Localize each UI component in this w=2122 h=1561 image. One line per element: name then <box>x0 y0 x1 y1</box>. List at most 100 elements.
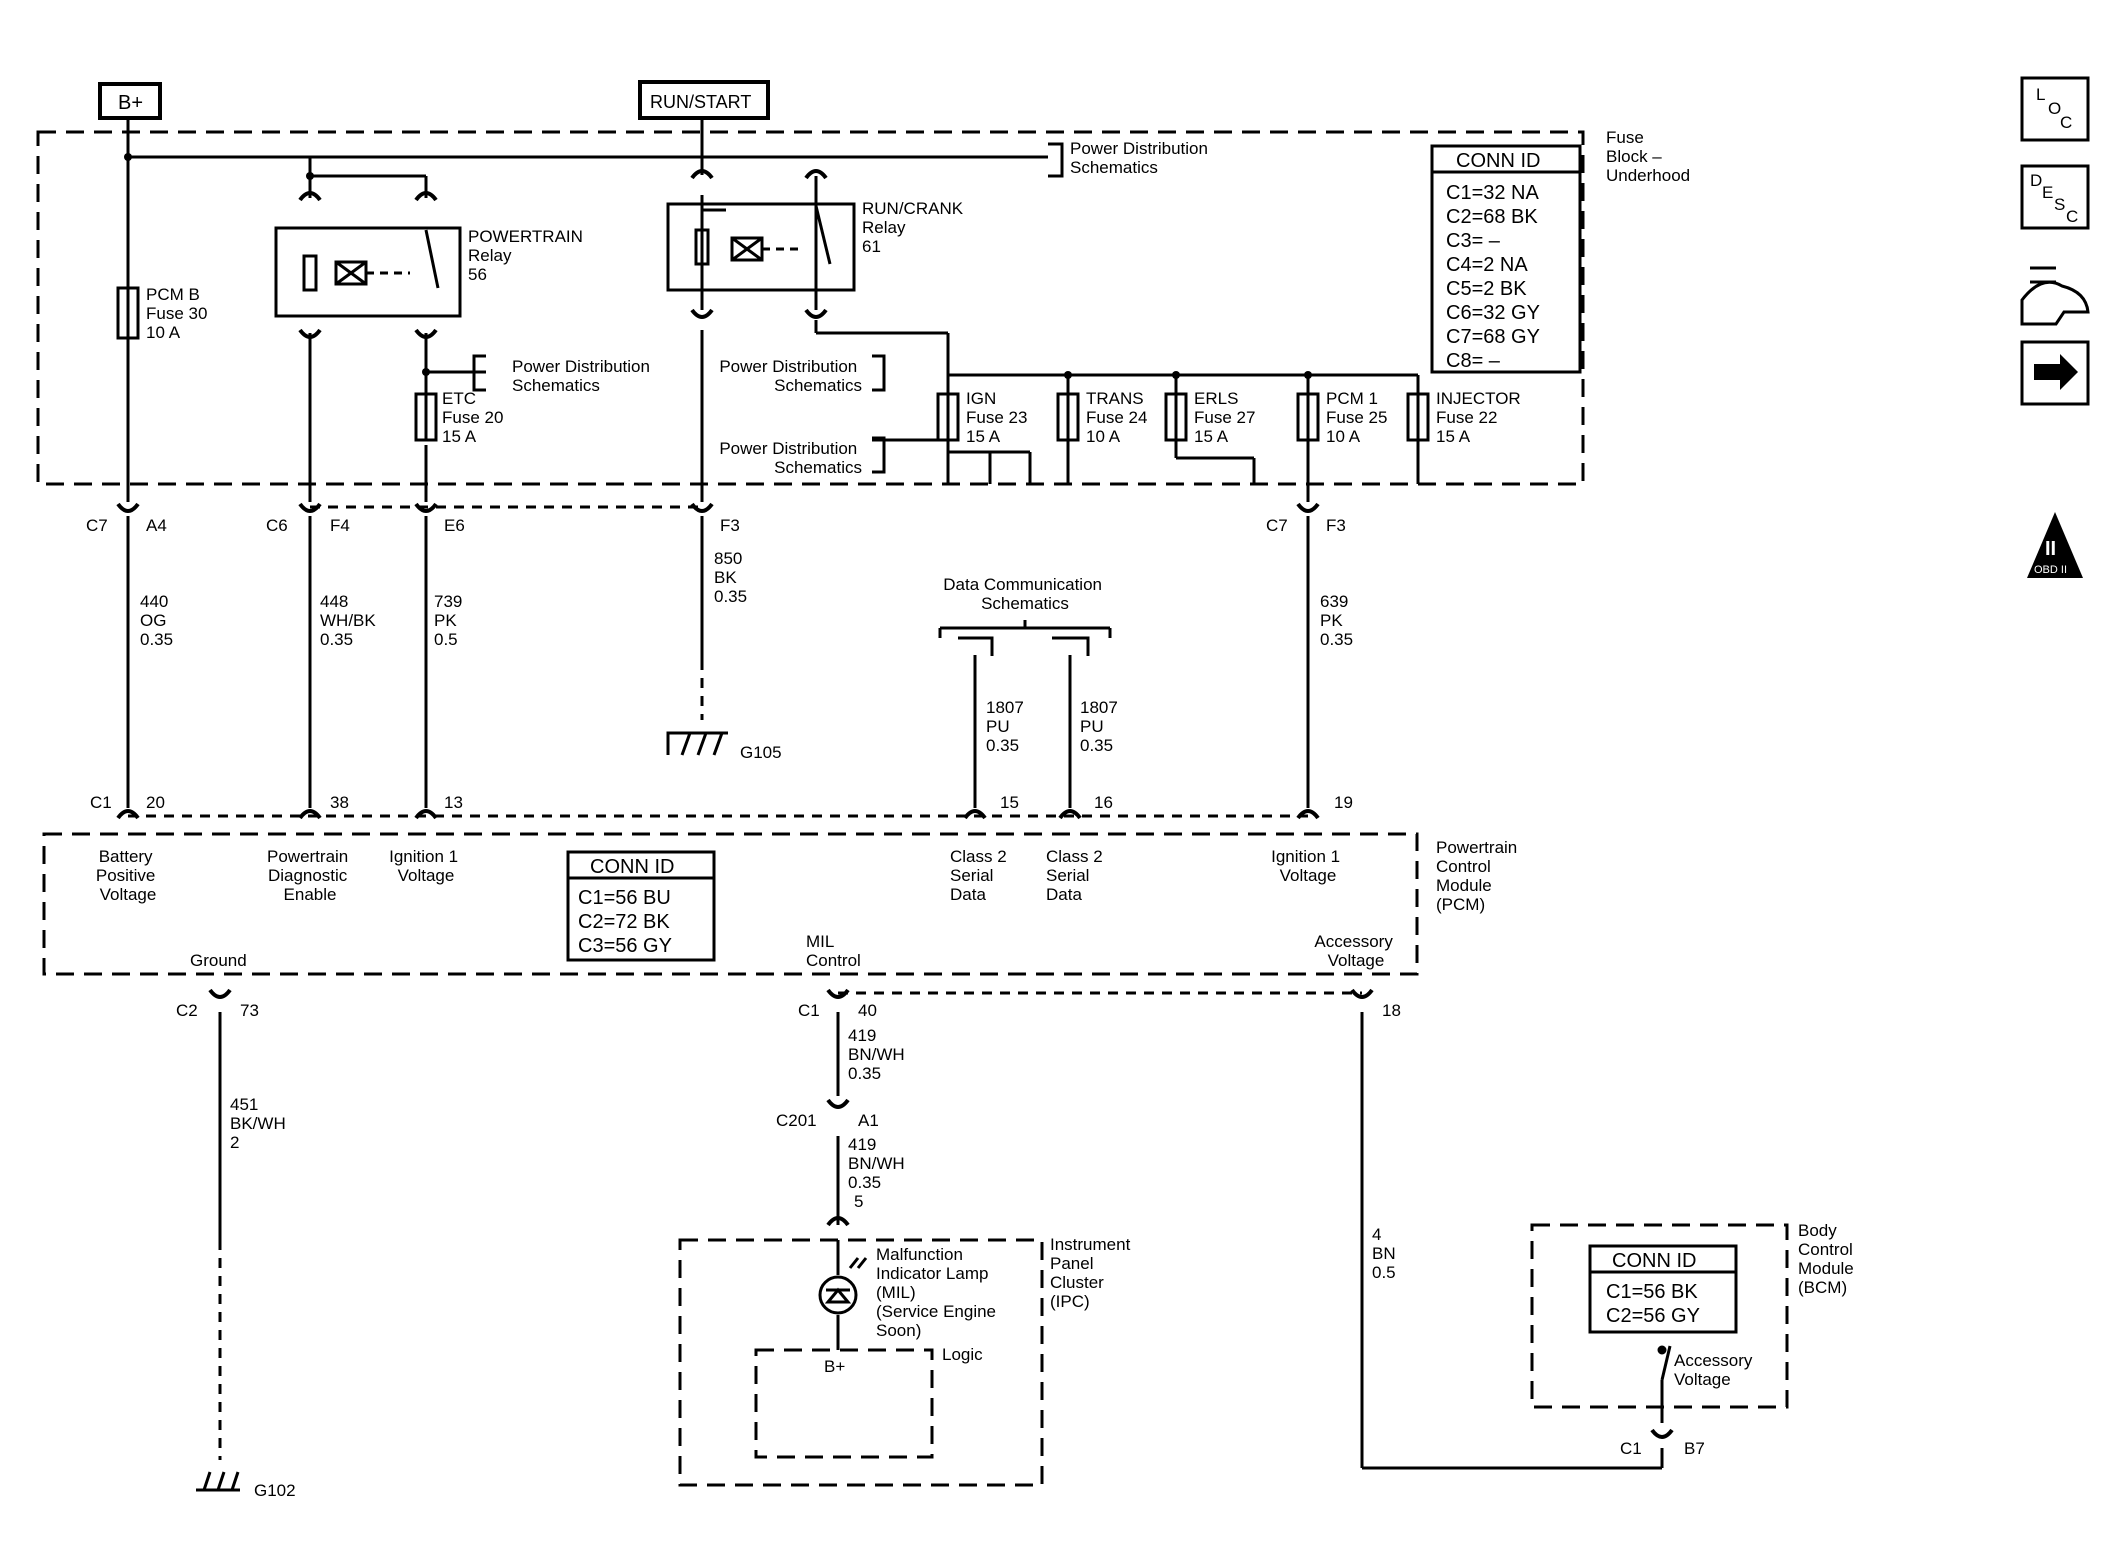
svg-text:F4: F4 <box>330 516 350 535</box>
pcm-conn-ids: C1=56 BU C2=72 BK C3=56 GY <box>578 887 676 957</box>
box-outlines <box>36 130 1789 1487</box>
runstart-label: RUN/START <box>650 92 751 112</box>
c201-name: C201 <box>776 1111 817 1130</box>
wire-4-label: 4 BN 0.5 <box>1372 1225 1400 1282</box>
mil-lamp-icon <box>818 1257 868 1315</box>
fuse-etc-label: ETC Fuse 20 15 A <box>442 389 508 446</box>
svg-text:16: 16 <box>1094 793 1113 812</box>
svg-text:E: E <box>2042 183 2053 202</box>
c201-pin5: 5 <box>854 1192 863 1211</box>
junction-dots <box>124 153 1312 379</box>
obd-ii-icon <box>2027 512 2083 578</box>
svg-text:C1: C1 <box>90 793 112 812</box>
fuse-erls-label: ERLS Fuse 27 15 A <box>1194 389 1260 446</box>
fuse-injector-label: INJECTOR Fuse 22 15 A <box>1436 389 1525 446</box>
svg-text:O: O <box>2048 99 2061 118</box>
svg-text:E6: E6 <box>444 516 465 535</box>
g102-label: G102 <box>254 1481 296 1500</box>
supply-frames <box>98 80 770 120</box>
pcm-cls2b-label: Class 2 Serial Data <box>1046 847 1107 904</box>
svg-text:L: L <box>2036 85 2045 104</box>
bcm-c1-label: C1 <box>1620 1439 1642 1458</box>
ipc-logic-box <box>754 1348 934 1459</box>
ipc-bplus-label: B+ <box>824 1357 845 1376</box>
svg-text:C1: C1 <box>798 1001 820 1020</box>
pcm-ign1b-label: Ignition 1 Voltage <box>1271 847 1345 885</box>
ipc-box <box>678 1238 1044 1487</box>
wire-419a-label: 419 BN/WH 0.35 <box>848 1026 909 1083</box>
wire-448-label: 448 WH/BK 0.35 <box>320 592 380 649</box>
loc-icon[interactable]: L O C <box>2036 85 2072 132</box>
brackets <box>472 142 1112 656</box>
pcm-box <box>42 832 1419 976</box>
svg-text:C: C <box>2066 207 2078 226</box>
conn-id-frames <box>566 144 1738 1334</box>
svg-text:F3: F3 <box>720 516 740 535</box>
fuse-block-conn-id-title: CONN ID <box>1456 150 1540 172</box>
svg-text:38: 38 <box>330 793 349 812</box>
pcm-cls2a-label: Class 2 Serial Data <box>950 847 1011 904</box>
ipc-logic-label: Logic <box>942 1345 983 1364</box>
fuse-block-title: Fuse Block – Underhood <box>1606 128 1690 185</box>
obd-ii-numeral: II <box>2045 538 2056 560</box>
top-connector-labels: C7 A4 C6 F4 E6 F3 C7 F3 <box>86 516 1346 535</box>
svg-text:15: 15 <box>1000 793 1019 812</box>
svg-text:40: 40 <box>858 1001 877 1020</box>
ground-symbols <box>196 731 728 1492</box>
svg-text:S: S <box>2054 195 2065 214</box>
next-arrow-icon[interactable] <box>2034 354 2078 390</box>
pcm-title: Powertrain Control Module (PCM) <box>1436 838 1522 914</box>
svg-text:C6: C6 <box>266 516 288 535</box>
bcm-box <box>1530 1223 1789 1409</box>
svg-text:C2: C2 <box>176 1001 198 1020</box>
data-comm-link[interactable]: Data Communication Schematics <box>943 575 1106 613</box>
bcm-acc-label: Accessory Voltage <box>1674 1351 1757 1389</box>
connector-cups <box>116 169 1674 1439</box>
mil-lamp-label: Malfunction Indicator Lamp (MIL) (Servic… <box>876 1245 1001 1340</box>
bcm-switch-icon <box>1657 1345 1672 1381</box>
svg-text:18: 18 <box>1382 1001 1401 1020</box>
pcm-pde-label: Powertrain Diagnostic Enable <box>267 847 353 904</box>
bcm-conn-ids: C1=56 BK C2=56 GY <box>1606 1281 1703 1327</box>
svg-text:20: 20 <box>146 793 165 812</box>
wire-739-label: 739 PK 0.5 <box>434 592 467 649</box>
wire-lines <box>126 118 1664 1470</box>
svg-text:73: 73 <box>240 1001 259 1020</box>
svg-text:C: C <box>2060 113 2072 132</box>
runcrank-relay <box>666 202 856 292</box>
wire-639-label: 639 PK 0.35 <box>1320 592 1353 649</box>
svg-text:D: D <box>2030 171 2042 190</box>
svg-text:C7: C7 <box>86 516 108 535</box>
side-icon-frames <box>2020 76 2090 406</box>
fuse-trans-label: TRANS Fuse 24 10 A <box>1086 389 1152 446</box>
power-dist-link-4[interactable]: Power Distribution Schematics <box>719 439 862 477</box>
fuse-pcmb-label: PCM B Fuse 30 10 A <box>146 285 212 342</box>
svg-text:19: 19 <box>1334 793 1353 812</box>
bcm-pin-label: B7 <box>1684 1439 1705 1458</box>
pcm-ign1a-label: Ignition 1 Voltage <box>389 847 463 885</box>
wire-440-label: 440 OG 0.35 <box>140 592 173 649</box>
fuse-pcm1-label: PCM 1 Fuse 25 10 A <box>1326 389 1392 446</box>
bplus-label: B+ <box>118 92 143 114</box>
svg-text:F3: F3 <box>1326 516 1346 535</box>
connector-icon[interactable] <box>2022 258 2088 320</box>
powertrain-relay <box>274 226 462 318</box>
power-dist-link-2[interactable]: Power Distribution Schematics <box>512 357 655 395</box>
pcm-bottom-pins: C2 73 C1 40 18 <box>176 1001 1401 1020</box>
wire-451-label: 451 BK/WH 2 <box>230 1095 290 1152</box>
obd-ii-text: OBD II <box>2034 564 2067 576</box>
power-dist-link-1[interactable]: Power Distribution Schematics <box>1070 139 1213 177</box>
powertrain-relay-label: POWERTRAIN Relay 56 <box>468 227 588 284</box>
wire-850-label: 850 BK 0.35 <box>714 549 747 606</box>
runcrank-relay-label: RUN/CRANK Relay 61 <box>862 199 968 256</box>
pcm-batt-label: Battery Positive Voltage <box>96 847 160 904</box>
desc-icon[interactable]: D E S C <box>2030 171 2078 226</box>
fuse-ign-label: IGN Fuse 23 15 A <box>966 389 1032 446</box>
pcm-acc-label: Accessory Voltage <box>1314 932 1397 970</box>
bcm-title: Body Control Module (BCM) <box>1798 1221 1859 1297</box>
svg-text:C7: C7 <box>1266 516 1288 535</box>
power-dist-link-3[interactable]: Power Distribution Schematics <box>719 357 862 395</box>
wire-1807b-label: 1807 PU 0.35 <box>1080 698 1123 755</box>
g105-label: G105 <box>740 743 782 762</box>
